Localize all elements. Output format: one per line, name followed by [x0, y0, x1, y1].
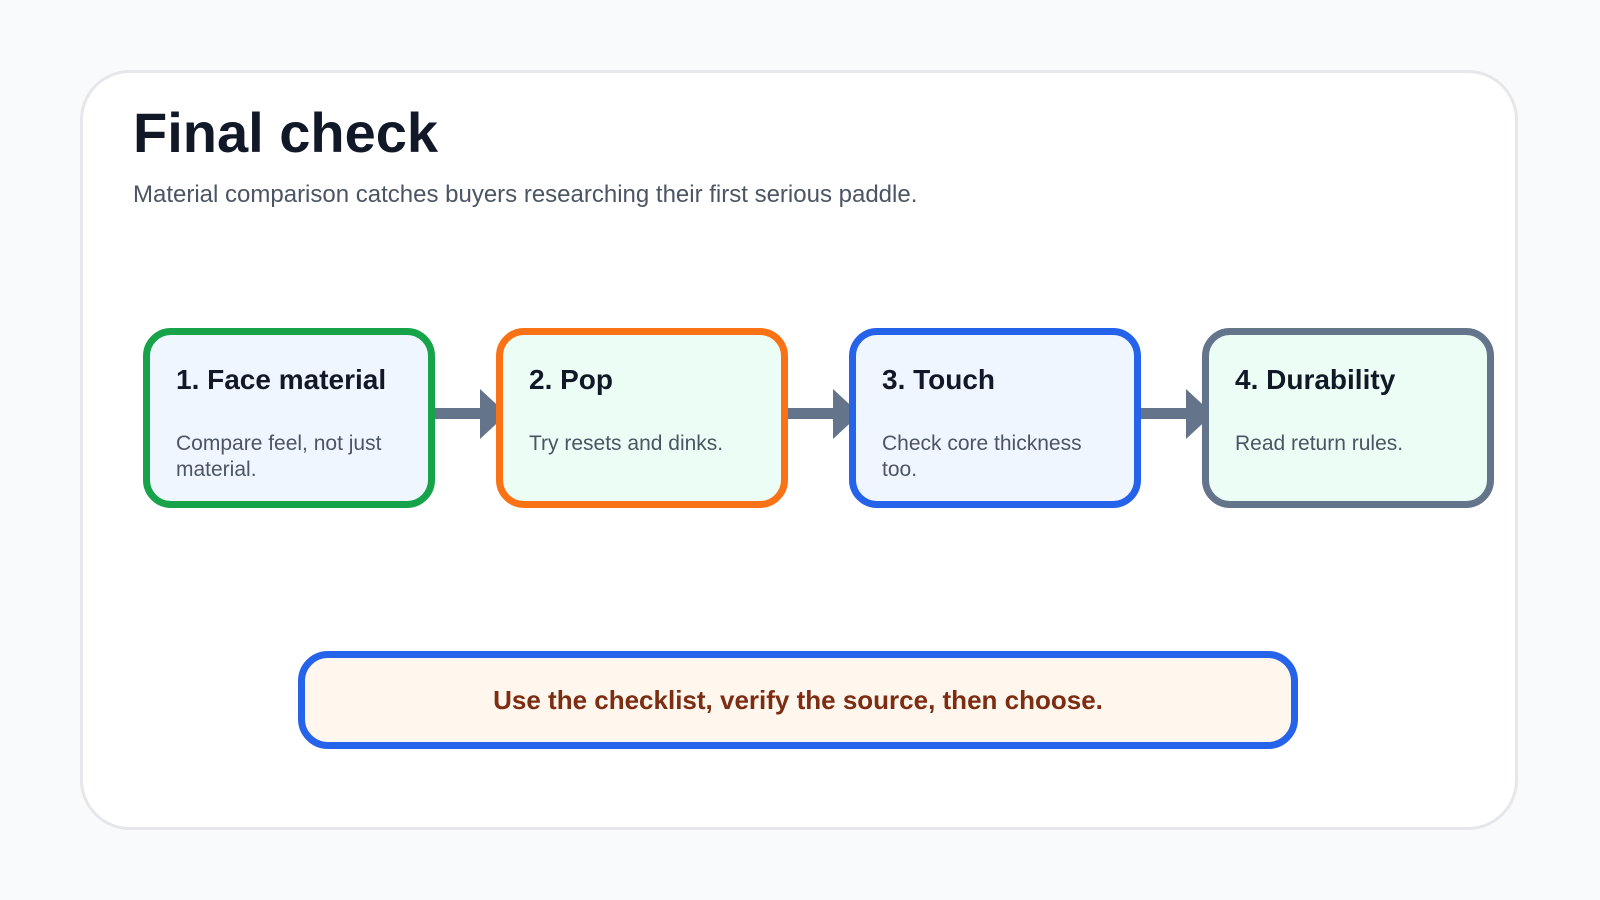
step-face-material: 1. Face material Compare feel, not just …	[143, 328, 435, 508]
step-durability: 4. Durability Read return rules.	[1202, 328, 1494, 508]
arrow-1-to-2	[428, 389, 507, 439]
flow-arrows	[428, 389, 1213, 439]
step-pop: 2. Pop Try resets and dinks.	[496, 328, 788, 508]
page-title: Final check	[133, 101, 439, 164]
arrow-3-to-4	[1134, 389, 1213, 439]
step-description: Compare feel, not just material.	[176, 431, 382, 482]
step-touch: 3. Touch Check core thickness too.	[849, 328, 1141, 508]
main-card: Final check Material comparison catches …	[80, 70, 1518, 830]
step-description: Try resets and dinks.	[529, 431, 724, 455]
arrow-2-to-3	[781, 389, 860, 439]
callout-text: Use the checklist, verify the source, th…	[493, 684, 1103, 715]
summary-callout: Use the checklist, verify the source, th…	[298, 651, 1298, 749]
step-description: Check core thickness too.	[882, 431, 1082, 482]
step-title: 4. Durability	[1235, 364, 1396, 395]
step-title: 3. Touch	[882, 364, 996, 395]
step-title: 1. Face material	[176, 364, 387, 395]
step-title: 2. Pop	[529, 364, 614, 395]
page-subtitle: Material comparison catches buyers resea…	[133, 181, 918, 208]
step-description: Read return rules.	[1235, 431, 1404, 455]
